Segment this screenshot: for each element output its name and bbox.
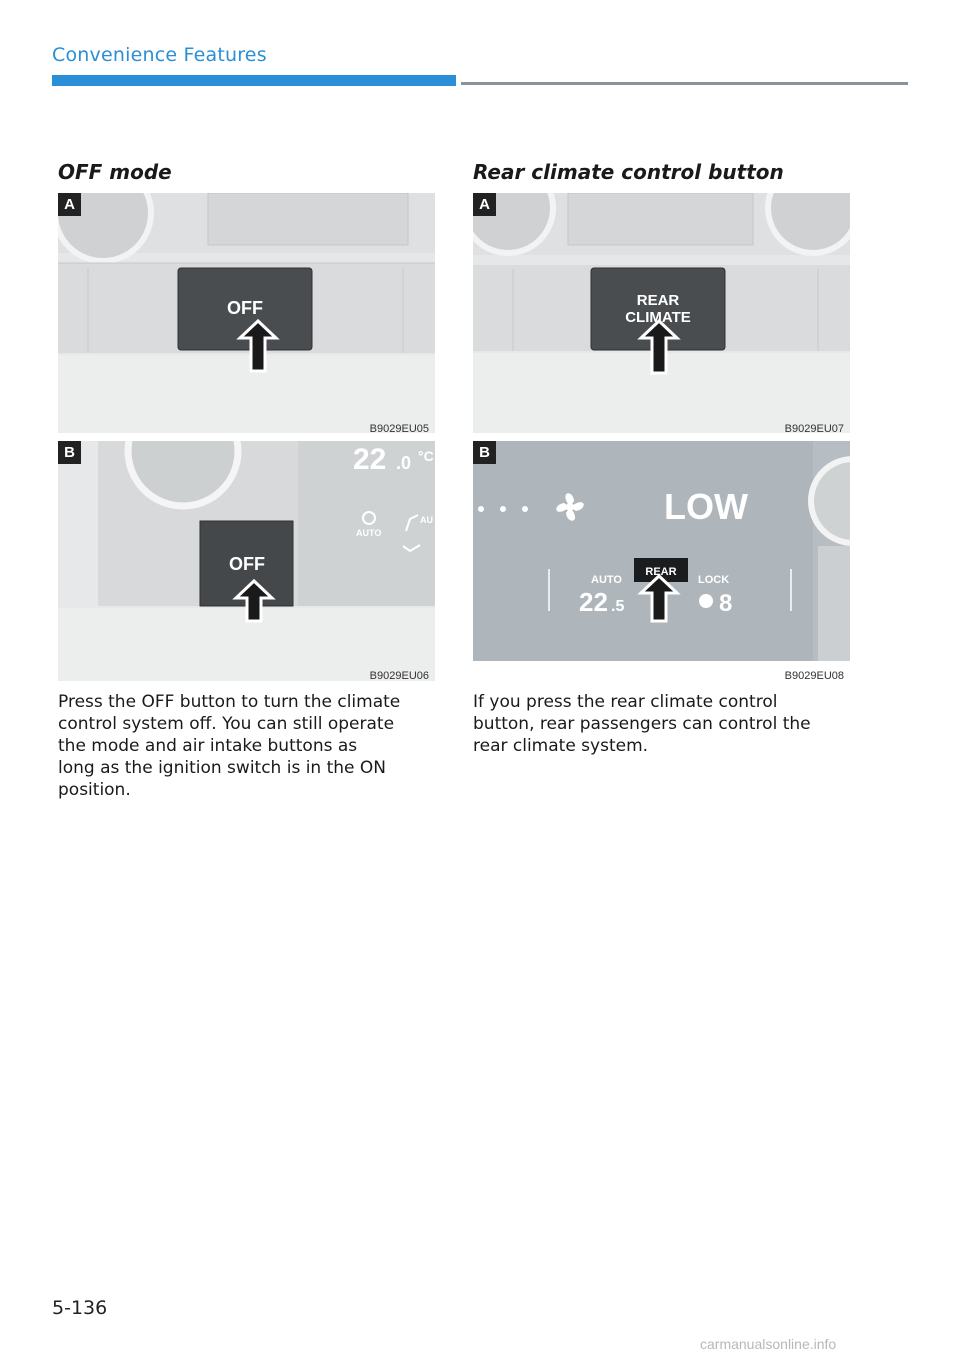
svg-text:AUTO: AUTO xyxy=(356,528,381,538)
arrow-up-icon xyxy=(637,573,681,623)
rear-display-illustration: LOW REAR AUTO 22 .5 LOCK 8 xyxy=(473,441,850,661)
svg-text:AUTO: AUTO xyxy=(591,574,622,586)
figure-rear-b: LOW REAR AUTO 22 .5 LOCK 8 B xyxy=(473,441,850,681)
recirculation-icon xyxy=(405,514,419,532)
figure-caption: B9029EU06 xyxy=(369,670,429,682)
off-button-panel-illustration: OFF xyxy=(58,193,435,433)
rear-climate-description: If you press the rear climate control bu… xyxy=(473,692,811,756)
off-button-display-illustration: 22 .0 °C AUTO AU OFF xyxy=(58,441,435,681)
watermark: carmanualsonline.info xyxy=(700,1336,837,1352)
figure-off-a: OFF A xyxy=(58,193,435,433)
figure-off-b: 22 .0 °C AUTO AU OFF B xyxy=(58,441,435,681)
svg-text:.5: .5 xyxy=(611,598,624,615)
figure-badge: A xyxy=(58,193,81,216)
defrost-icon xyxy=(362,511,376,525)
rear-climate-button-label: REAR xyxy=(637,292,680,309)
rear-temp-readout: 22 xyxy=(579,587,608,617)
figure-caption: B9029EU05 xyxy=(369,423,429,435)
rear-indicator-label: REAR xyxy=(645,566,676,578)
arrow-up-icon xyxy=(236,318,280,373)
arrow-up-icon xyxy=(637,318,681,375)
figure-caption: B9029EU08 xyxy=(784,670,844,682)
svg-text:LOCK: LOCK xyxy=(698,574,729,586)
svg-text:AU: AU xyxy=(420,515,433,525)
fan-icon xyxy=(556,493,584,521)
svg-text:.0: .0 xyxy=(396,453,411,473)
off-button-label: OFF xyxy=(227,298,263,318)
section-title-rear-climate: Rear climate control button xyxy=(473,160,784,184)
section-title-off-mode: OFF mode xyxy=(58,160,172,184)
svg-text:CLIMATE: CLIMATE xyxy=(625,309,691,326)
figure-badge: B xyxy=(58,441,81,464)
fan-level-text: LOW xyxy=(664,486,748,527)
arrow-up-icon xyxy=(232,578,276,623)
svg-text:°C: °C xyxy=(418,448,434,464)
figure-badge: A xyxy=(473,193,496,216)
header-accent-bar xyxy=(52,75,456,86)
figure-caption: B9029EU07 xyxy=(784,423,844,435)
rear-climate-button-illustration: REAR CLIMATE xyxy=(473,193,850,433)
svg-text:8: 8 xyxy=(719,590,732,617)
off-mode-description: Press the OFF button to turn the climate… xyxy=(58,692,401,800)
running-header: Convenience Features xyxy=(52,44,267,66)
temp-readout: 22 xyxy=(353,443,386,476)
page-number: 5-136 xyxy=(52,1297,108,1319)
off-button-label: OFF xyxy=(229,554,265,574)
figure-rear-a: REAR CLIMATE A xyxy=(473,193,850,433)
figure-badge: B xyxy=(473,441,496,464)
header-rule xyxy=(461,82,908,85)
fan-small-icon xyxy=(699,594,713,608)
